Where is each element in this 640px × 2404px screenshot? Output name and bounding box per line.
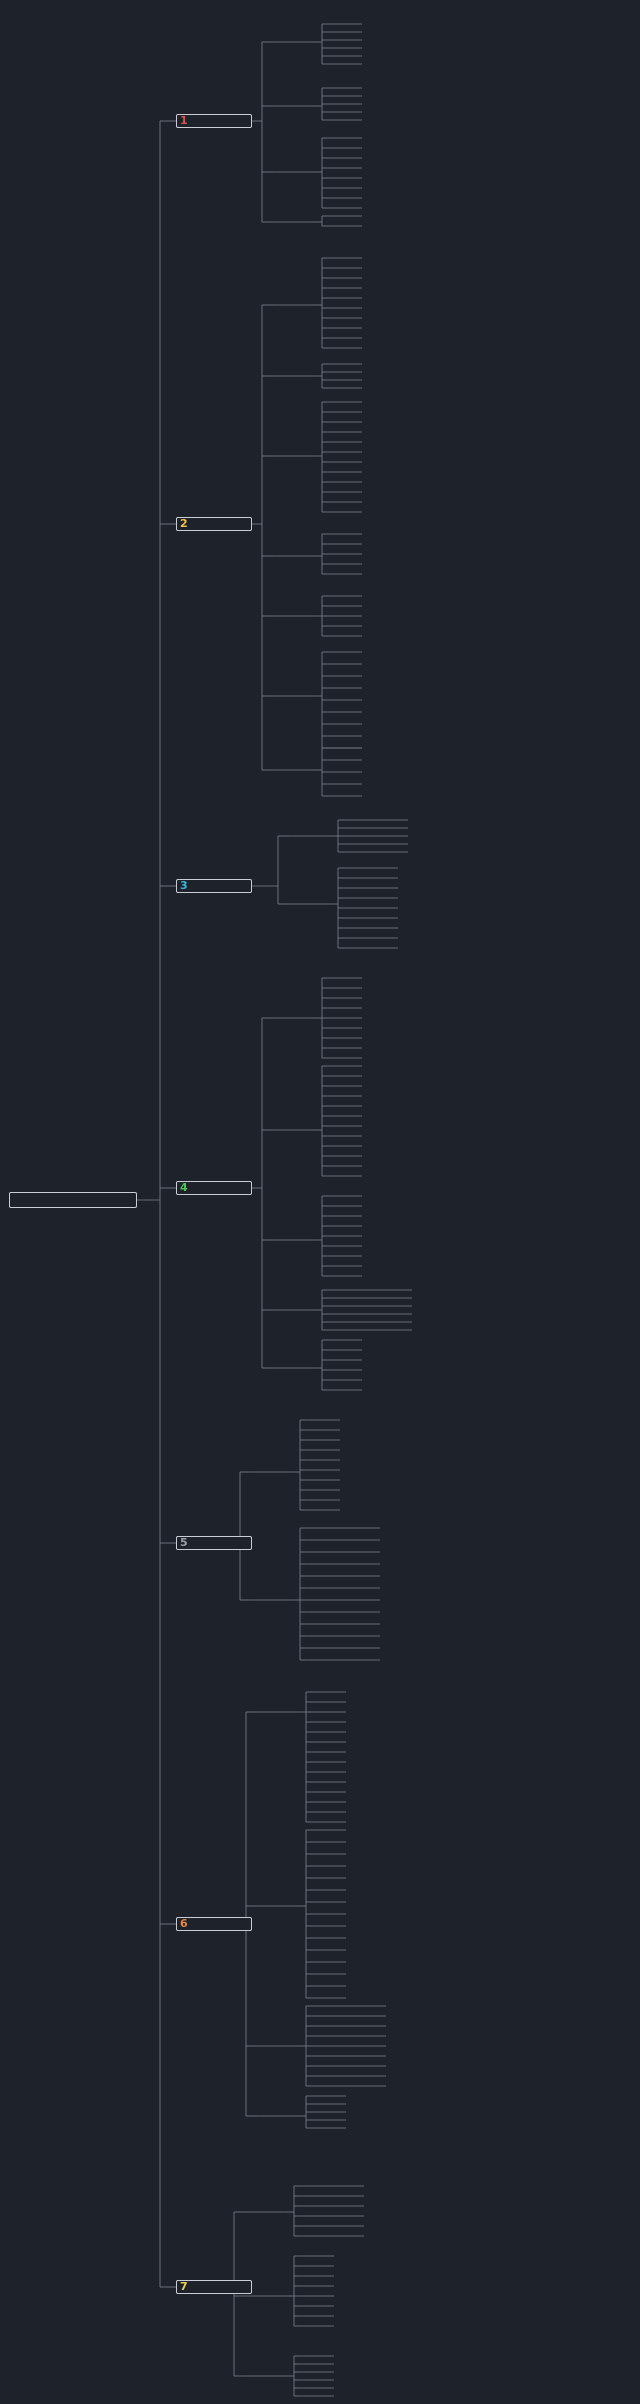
branch-number-5: 5	[180, 1536, 188, 1549]
branch-node-5[interactable]: 5	[176, 1536, 252, 1550]
branch-node-3[interactable]: 3	[176, 879, 252, 893]
branch-number-3: 3	[180, 879, 188, 892]
branch-node-1[interactable]: 1	[176, 114, 252, 128]
branch-node-6[interactable]: 6	[176, 1917, 252, 1931]
branch-number-6: 6	[180, 1917, 188, 1930]
branch-number-1: 1	[180, 114, 188, 127]
root-topic-node[interactable]	[9, 1192, 137, 1208]
branch-node-2[interactable]: 2	[176, 517, 252, 531]
branch-number-7: 7	[180, 2280, 188, 2293]
branch-node-7[interactable]: 7	[176, 2280, 252, 2294]
branch-number-2: 2	[180, 517, 188, 530]
branch-number-4: 4	[180, 1181, 188, 1194]
branch-node-4[interactable]: 4	[176, 1181, 252, 1195]
